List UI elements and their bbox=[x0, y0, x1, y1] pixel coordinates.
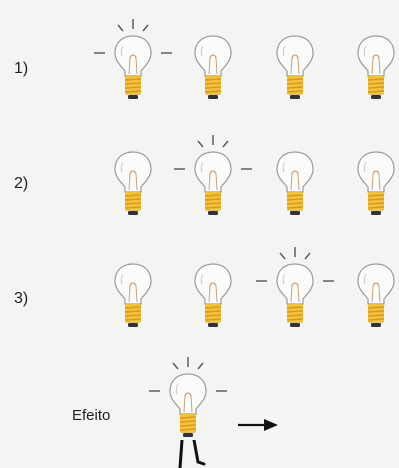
effect-label: Efeito bbox=[72, 407, 111, 424]
row-3-bulb-3 bbox=[255, 246, 335, 332]
row-3-label: 3) bbox=[14, 290, 29, 307]
row-3-bulb-1 bbox=[113, 260, 153, 332]
row-2-bulb-3 bbox=[275, 148, 315, 220]
row-1-bulb-1 bbox=[93, 18, 173, 104]
row-1-bulb-2 bbox=[193, 32, 233, 104]
effect-bulb-legs bbox=[178, 440, 206, 468]
row-2-bulb-1 bbox=[113, 148, 153, 220]
right-arrow-icon bbox=[238, 419, 278, 431]
row-3-bulb-4 bbox=[356, 260, 396, 332]
row-2-label: 2) bbox=[14, 175, 29, 192]
row-2-bulb-4 bbox=[356, 148, 396, 220]
row-1-bulb-4 bbox=[356, 32, 396, 104]
row-1-bulb-3 bbox=[275, 32, 315, 104]
row-2-bulb-2 bbox=[173, 134, 253, 220]
effect-bulb bbox=[148, 356, 228, 442]
row-1-label: 1) bbox=[14, 60, 29, 77]
row-3-bulb-2 bbox=[193, 260, 233, 332]
